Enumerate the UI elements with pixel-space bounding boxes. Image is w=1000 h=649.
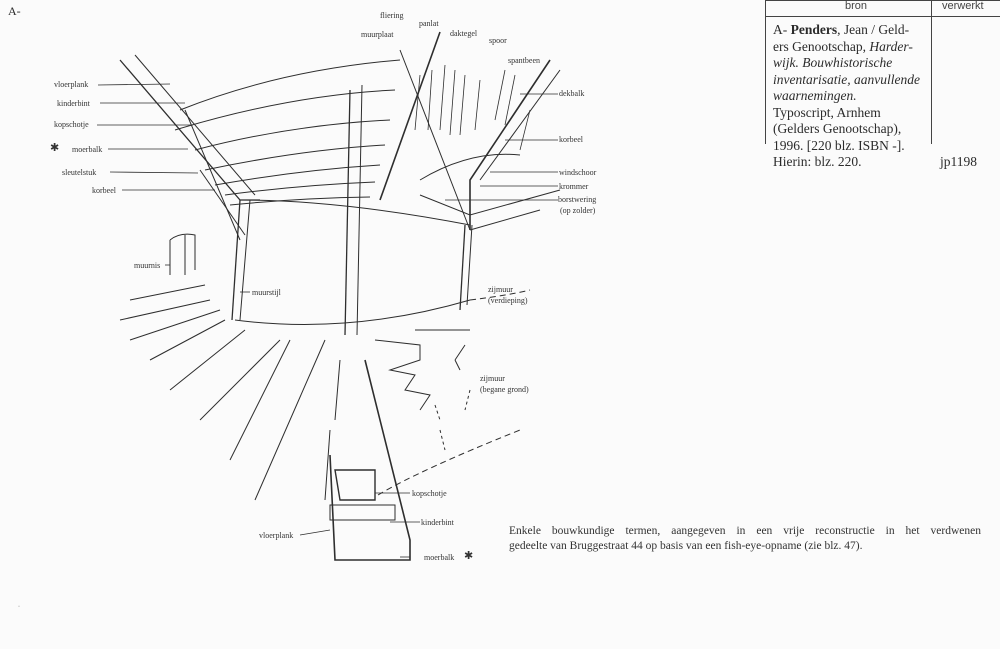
- label-sleutelstuk: sleutelstuk: [62, 168, 97, 177]
- label-vloerplank: vloerplank: [54, 80, 89, 89]
- ceiling-beams: [174, 59, 401, 206]
- label-fliering: fliering: [380, 11, 404, 20]
- entry-title: waarnemingen.: [773, 88, 857, 103]
- figure-caption: Enkele bouwkundige termen, aangegeven in…: [509, 524, 981, 554]
- entry-publisher-place: (Gelders Genootschap),: [773, 121, 902, 136]
- label-op-zolder: (op zolder): [560, 206, 596, 215]
- label-moerbalk-bottom: moerbalk: [424, 553, 455, 562]
- label-spantbeen: spantbeen: [508, 56, 540, 65]
- column-header-verwerkt: verwerkt: [942, 0, 984, 12]
- label-dekbalk: dekbalk: [559, 89, 585, 98]
- source-entry: A- Penders, Jean / Geld- ers Genootschap…: [773, 22, 931, 171]
- table-border-left: [765, 0, 766, 144]
- column-header-bron: bron: [845, 0, 868, 12]
- label-korbeel: korbeel: [92, 186, 116, 195]
- entry-title: inventarisatie, aanvullende: [773, 71, 920, 87]
- entry-author: Penders: [790, 22, 838, 37]
- label-kopschotje-bottom: kopschotje: [412, 489, 447, 498]
- entry-title-start: Harder-: [869, 38, 913, 54]
- label-vloerplank-bottom: vloerplank: [259, 531, 294, 540]
- label-muurnis: muurnis: [134, 261, 161, 270]
- table-header-divider: [765, 16, 1000, 17]
- label-begane-grond: (begane grond): [480, 385, 529, 394]
- label-muurstijl: muurstijl: [252, 288, 281, 297]
- asterisk-icon: ✱: [50, 142, 60, 154]
- entry-code: jp1198: [940, 154, 977, 169]
- scan-speck: ·: [18, 604, 20, 610]
- roof-tiles: [414, 64, 531, 151]
- label-windschoor: windschoor: [559, 168, 597, 177]
- page-label: A-: [8, 4, 21, 18]
- label-verdieping: (verdieping): [488, 296, 528, 305]
- entry-page-ref: Hierin: blz. 220.: [773, 154, 862, 169]
- label-leaders: [97, 83, 558, 558]
- entry-publisher: ers Genootschap,: [773, 38, 870, 54]
- asterisk-icon: ✱: [464, 550, 474, 562]
- entry-type: Typoscript, Arnhem: [773, 104, 881, 120]
- caption-line: Enkele bouwkundige termen, aangegeven in…: [509, 525, 981, 537]
- label-kinderbint-bottom: kinderbint: [421, 518, 454, 527]
- label-panlat: panlat: [419, 19, 439, 28]
- floor-lines: [119, 284, 341, 501]
- label-zijmuur-begane-grond: zijmuur: [480, 374, 505, 383]
- table-border-top: [765, 0, 1000, 1]
- label-borstwering: borstwering: [558, 195, 597, 204]
- label-moerbalk: moerbalk: [72, 145, 103, 154]
- entry-year-pages: 1996. [220 blz. ISBN -].: [773, 137, 905, 153]
- entry-title: wijk. Bouwhistorische: [773, 55, 893, 70]
- label-spoor: spoor: [489, 36, 507, 45]
- entry-author-rest: , Jean / Geld-: [837, 22, 910, 37]
- table-column-divider: [931, 0, 932, 144]
- label-krommer: krommer: [559, 182, 589, 191]
- caption-line: gedeelte van Bruggestraat 44 op basis va…: [509, 540, 863, 552]
- label-kopschotje: kopschotje: [54, 120, 89, 129]
- entry-prefix: A-: [773, 22, 788, 37]
- label-zijmuur-verdieping: zijmuur: [488, 285, 513, 294]
- label-muurplaat: muurplaat: [361, 30, 394, 39]
- label-daktegel: daktegel: [450, 29, 478, 38]
- label-korbeel-right: korbeel: [559, 135, 583, 144]
- label-kinderbint: kinderbint: [57, 99, 90, 108]
